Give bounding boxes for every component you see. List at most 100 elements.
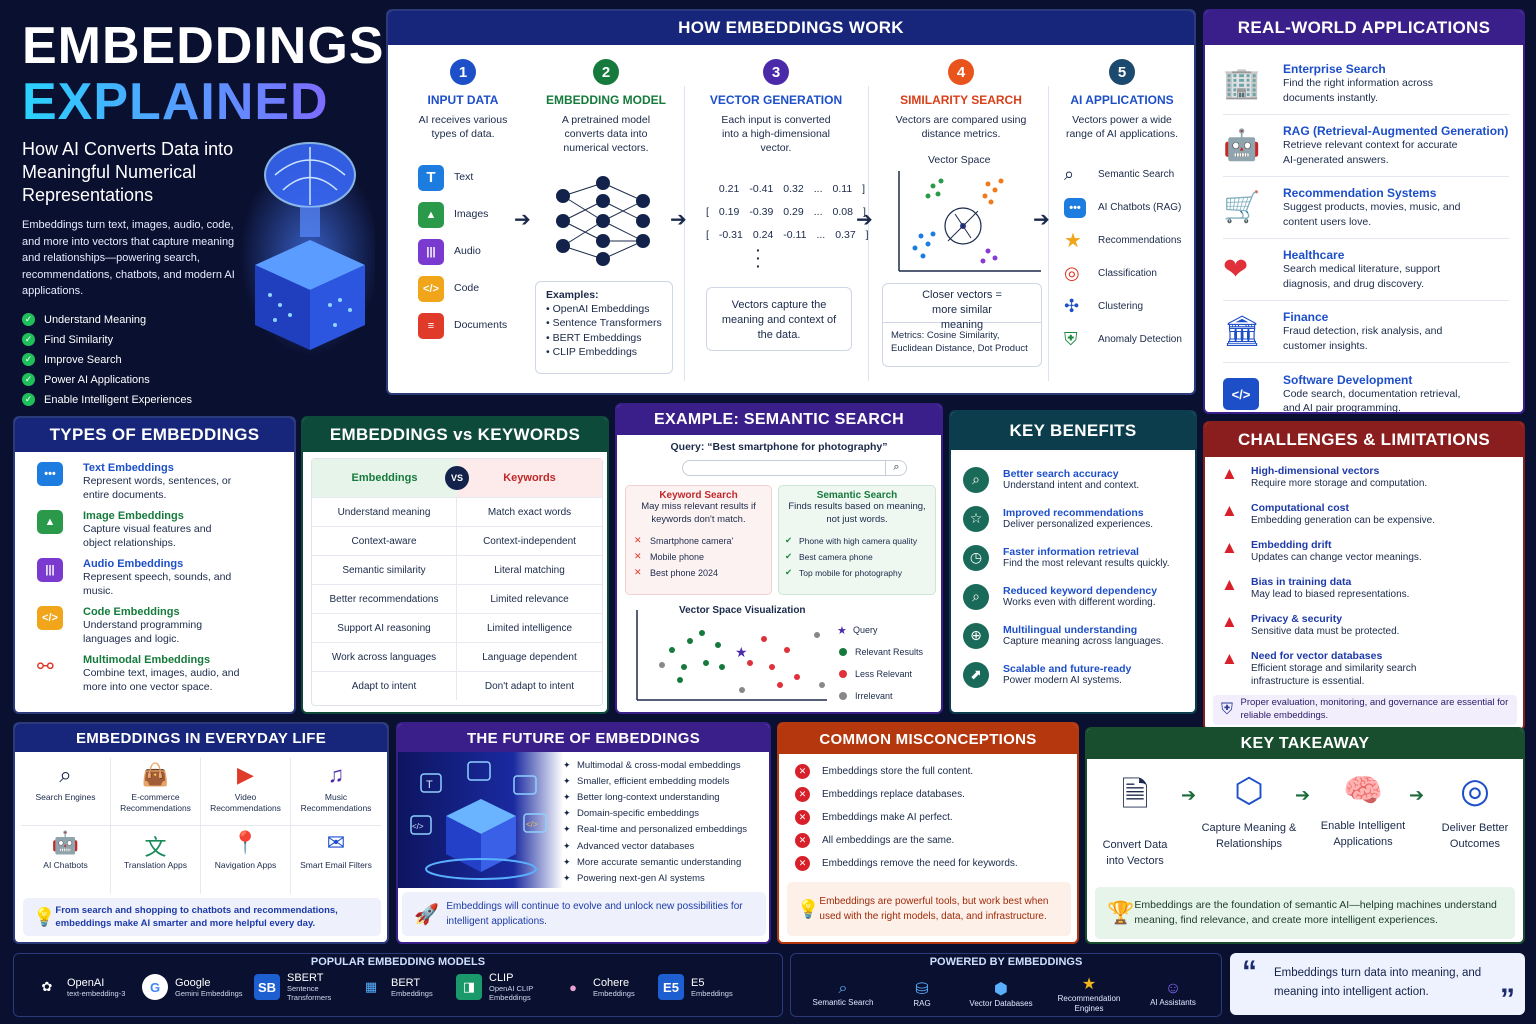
model-name: E5 — [691, 976, 705, 989]
challenges-title: CHALLENGES & LIMITATIONS — [1205, 423, 1523, 457]
everyday-label: Video Recommendations — [210, 792, 281, 814]
benefit-title: Reduced keyword dependency — [1003, 585, 1158, 597]
svg-text:</>: </> — [526, 820, 538, 829]
app-desc: Find the right information across docume… — [1283, 77, 1433, 104]
input-label: Text — [454, 171, 474, 184]
mail-icon: ✉ — [326, 830, 346, 855]
future-text: More accurate semantic understanding — [577, 856, 742, 868]
future-item: ✦Smaller, efficient embedding models — [563, 773, 747, 789]
realworld-title: REAL-WORLD APPLICATIONS — [1205, 11, 1523, 45]
powered-item: ⌕Semantic Search — [804, 980, 882, 1007]
svg-text:T: T — [426, 779, 433, 791]
challenge-title: High-dimensional vectors — [1251, 465, 1380, 477]
model-sub: OpenAI CLIP Embeddings — [489, 984, 534, 1002]
everyday-label: Search Engines — [35, 792, 96, 802]
model-sub: Embeddings — [593, 988, 635, 998]
takeaway-step: ⬡Capture Meaning & Relationships — [1199, 771, 1299, 853]
how-title: HOW EMBEDDINGS WORK — [388, 11, 1194, 45]
everyday-label: Music Recommendations — [300, 792, 372, 814]
note-text: From search and shopping to chatbots and… — [55, 904, 338, 929]
metrics-note: Metrics: Cosine Similarity, Euclidean Di… — [882, 323, 1042, 367]
search-icon: ⌕ — [963, 466, 989, 493]
brain-cube-illustration — [240, 142, 375, 355]
example-title: EXAMPLE: SEMANTIC SEARCH — [617, 405, 941, 435]
quote-box: “ Embeddings turn data into meaning, and… — [1230, 953, 1525, 1016]
search-input[interactable] — [682, 460, 907, 476]
types-title: TYPES OF EMBEDDINGS — [15, 418, 294, 452]
step-desc: A pretrained model converts data into nu… — [561, 114, 651, 155]
step-4: 4 SIMILARITY SEARCH Vectors are compared… — [876, 59, 1046, 141]
future-item: ✦Powering next-gen AI systems — [563, 870, 747, 886]
powered-item: ⬢Vector Databases — [962, 979, 1040, 1008]
x-circle-icon: ✕ — [795, 764, 810, 779]
future-list: ✦Multimodal & cross-modal embeddings✦Sma… — [563, 757, 747, 887]
examples-title: Examples: — [546, 289, 599, 301]
type-desc: Represent words, sentences, or entire do… — [83, 475, 232, 502]
misconceptions-panel: COMMON MISCONCEPTIONS ✕Embeddings store … — [777, 722, 1079, 944]
takeaway-step: 🧠Enable Intelligent Applications — [1313, 771, 1413, 851]
audio-icon: ||| — [418, 238, 444, 265]
image-icon: ▲ — [37, 510, 63, 534]
vs-embedding-cell: Work across languages — [312, 643, 457, 671]
keyword-title: Keyword Search — [659, 490, 738, 501]
step-label: Convert Data into Vectors — [1102, 839, 1168, 867]
future-item: ✦Multimodal & cross-modal embeddings — [563, 757, 747, 773]
sparkle-icon: ✦ — [563, 775, 571, 786]
cluster-icon: ✣ — [1064, 296, 1080, 316]
warning-icon: ▲ — [1221, 649, 1238, 668]
model-sub: Sentence Transformers — [287, 984, 332, 1002]
check-icon: ✓ — [22, 313, 35, 326]
misconception-text: Embeddings remove the need for keywords. — [822, 858, 1018, 869]
app-title: Healthcare — [1283, 248, 1345, 263]
image-icon: ▲ — [418, 201, 444, 228]
legend-dot — [839, 692, 847, 700]
step-title: INPUT DATA — [427, 93, 499, 107]
vs-embedding-cell: Understand meaning — [312, 498, 457, 526]
clock-icon: ◷ — [963, 544, 989, 571]
keyword-desc: May miss relevant results if keywords do… — [641, 501, 756, 525]
misconception-text: Embeddings make AI perfect. — [822, 812, 953, 823]
step-desc: Each input is converted into a high-dime… — [721, 114, 831, 155]
shield-check-icon: ⛨ — [1064, 329, 1078, 349]
warning-icon: ▲ — [1221, 464, 1238, 483]
app-label: Semantic Search — [1098, 168, 1175, 180]
target-icon: ◎ — [1064, 263, 1080, 283]
app-label: Recommendations — [1098, 234, 1182, 246]
vs-right-header: Keywords — [457, 459, 602, 497]
sparkle-icon: ✦ — [563, 840, 571, 851]
semantic-result: Best camera phone — [799, 551, 873, 562]
type-title: Code Embeddings — [83, 606, 180, 618]
hero-bullet: Improve Search — [44, 353, 122, 366]
step-number: 1 — [450, 59, 476, 85]
keyword-result: Best phone 2024 — [650, 567, 719, 578]
benefit-title: Faster information retrieval — [1003, 546, 1139, 558]
step-3: 3 VECTOR GENERATION Each input is conver… — [691, 59, 861, 156]
benefit-desc: Understand intent and context. — [1003, 480, 1140, 491]
brain-icon: 🧠 — [1343, 772, 1383, 808]
app-label: Classification — [1098, 267, 1157, 279]
search-button[interactable]: ⌕ — [885, 460, 907, 476]
vs-keyword-cell: Limited intelligence — [486, 622, 573, 634]
everyday-label: Translation Apps — [124, 860, 187, 870]
vs-badge: VS — [445, 466, 469, 490]
everyday-item: ✉Smart Email Filters — [291, 826, 381, 894]
example-item: • CLIP Embeddings — [546, 345, 638, 358]
challenge-desc: Updates can change vector meanings. — [1251, 552, 1422, 563]
everyday-item: 🤖AI Chatbots — [21, 826, 111, 894]
example-item: • OpenAI Embeddings — [546, 303, 650, 316]
everyday-item: 👜E-commerce Recommendations — [111, 758, 201, 826]
model-sub: Gemini Embeddings — [175, 988, 243, 998]
semantic-search-box: Semantic Search Finds results based on m… — [778, 485, 936, 595]
benefit-desc: Capture meaning across languages. — [1003, 636, 1164, 647]
keyword-search-box: Keyword Search May miss relevant results… — [625, 485, 772, 595]
quote-close-icon: ” — [1500, 983, 1515, 1016]
network-icon: ⚯ — [37, 656, 54, 678]
legend-item: Less Relevant — [855, 669, 913, 679]
